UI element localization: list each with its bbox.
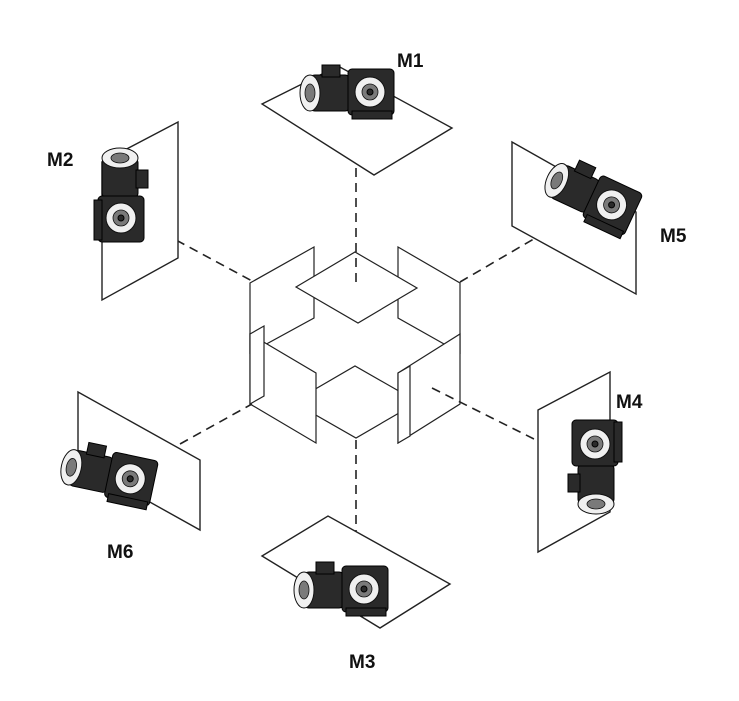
cube-front-left-edge — [249, 324, 265, 406]
connector-m4 — [431, 387, 541, 443]
position-m5: M5 — [511, 140, 687, 296]
label-m4: M4 — [616, 392, 643, 413]
label-m3: M3 — [349, 652, 375, 673]
cube-back-right-wall — [397, 245, 461, 355]
label-m1: M1 — [397, 51, 424, 72]
cube-top-plate — [294, 251, 419, 324]
central-cube — [249, 245, 461, 445]
label-m6: M6 — [107, 542, 133, 563]
label-m5: M5 — [660, 226, 687, 247]
label-m2: M2 — [47, 150, 73, 171]
position-m3: M3 — [260, 515, 452, 673]
cube-back-left-wall — [249, 245, 315, 355]
position-m2: M2 — [47, 120, 179, 302]
position-m4: M4 — [537, 370, 643, 554]
position-m1: M1 — [260, 51, 454, 176]
position-m6: M6 — [55, 390, 201, 563]
cube-front-right-edge — [397, 364, 411, 445]
connector-m6 — [179, 403, 253, 445]
